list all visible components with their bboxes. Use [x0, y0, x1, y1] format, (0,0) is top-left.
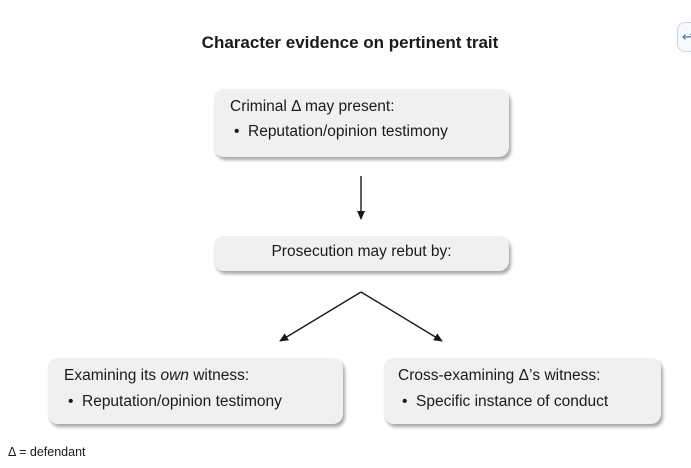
- arrow-right-branch: [360, 291, 443, 342]
- diagram-title: Character evidence on pertinent trait: [201, 33, 499, 52]
- box-heading: Cross-examining Δ’s witness:: [398, 367, 601, 384]
- box-criminal-defendant: Criminal Δ may present: Reputation/opini…: [214, 89, 509, 157]
- box-prosecution-rebuttal: Prosecution may rebut by:: [214, 236, 509, 271]
- box-heading: Criminal Δ may present:: [230, 98, 395, 115]
- box-examining-own-witness: Examining its own witness: Reputation/op…: [48, 358, 343, 424]
- page-tab-icon[interactable]: ↩: [677, 22, 691, 52]
- box-heading: Examining its own witness:: [64, 367, 250, 384]
- bullet-item: Specific instance of conduct: [398, 392, 647, 412]
- arrow-left-branch: [279, 291, 362, 342]
- box-cross-examining-witness: Cross-examining Δ’s witness: Specific in…: [384, 358, 661, 424]
- box-heading: Prosecution may rebut by:: [271, 243, 452, 260]
- bullet-item: Reputation/opinion testimony: [230, 122, 493, 142]
- legend-footnote: Δ = defendant: [8, 445, 86, 459]
- bullet-item: Reputation/opinion testimony: [64, 392, 327, 412]
